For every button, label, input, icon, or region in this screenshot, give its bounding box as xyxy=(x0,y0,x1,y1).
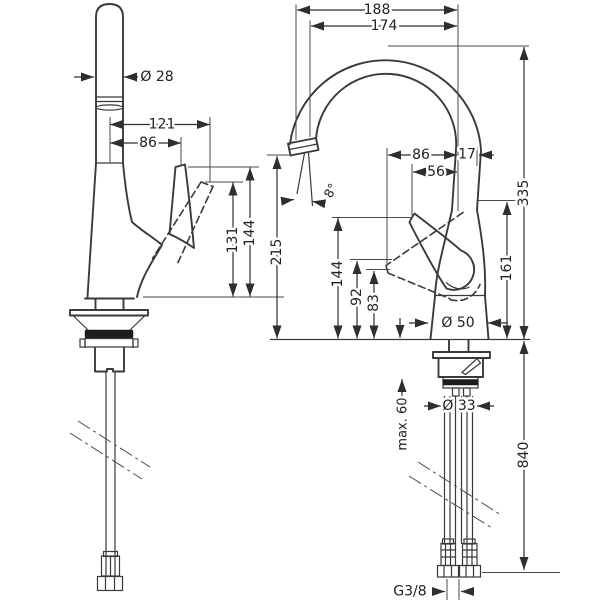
side-view-hose-break-mark xyxy=(69,420,151,480)
dim-label-121: 121 xyxy=(149,117,176,133)
front-view-dimensions: 188 174 86 17 56 8° 215 144 92 83 161 33… xyxy=(267,0,560,600)
dim-label-144-front: 144 xyxy=(330,261,346,288)
dim-label-215: 215 xyxy=(269,239,285,266)
dim-label-174: 174 xyxy=(371,18,398,34)
front-view-hose-break-mark xyxy=(408,461,502,529)
dim-label-86-front: 86 xyxy=(412,147,430,163)
side-view-handle-dashed xyxy=(151,181,214,264)
dim-label-83: 83 xyxy=(366,294,382,312)
side-view-dimensions: Ø 28 121 86 131 144 xyxy=(74,67,284,298)
dim-label-92: 92 xyxy=(349,288,365,306)
dim-label-56: 56 xyxy=(427,164,445,180)
dim-label-dia28: Ø 28 xyxy=(140,69,173,85)
dim-label-thread-g38: G3/8 xyxy=(393,584,426,600)
dim-label-dia50: Ø 50 xyxy=(441,315,474,331)
dim-label-8deg: 8° xyxy=(321,181,341,201)
front-view-handle-dashed xyxy=(385,211,481,302)
dim-label-840: 840 xyxy=(516,442,532,469)
dim-label-335: 335 xyxy=(516,180,532,207)
dim-label-86-side: 86 xyxy=(139,135,157,151)
side-view-faucet-outline xyxy=(69,3,214,592)
dim-label-144-side: 144 xyxy=(242,220,258,247)
dim-label-161: 161 xyxy=(499,255,515,282)
dim-label-17: 17 xyxy=(458,147,476,163)
dim-label-188: 188 xyxy=(364,2,391,18)
dim-label-max60: max. 60 xyxy=(396,397,411,450)
front-view-faucet-outline xyxy=(287,59,502,578)
dim-label-131: 131 xyxy=(225,227,241,254)
dim-label-dia33: Ø 33 xyxy=(442,398,475,414)
